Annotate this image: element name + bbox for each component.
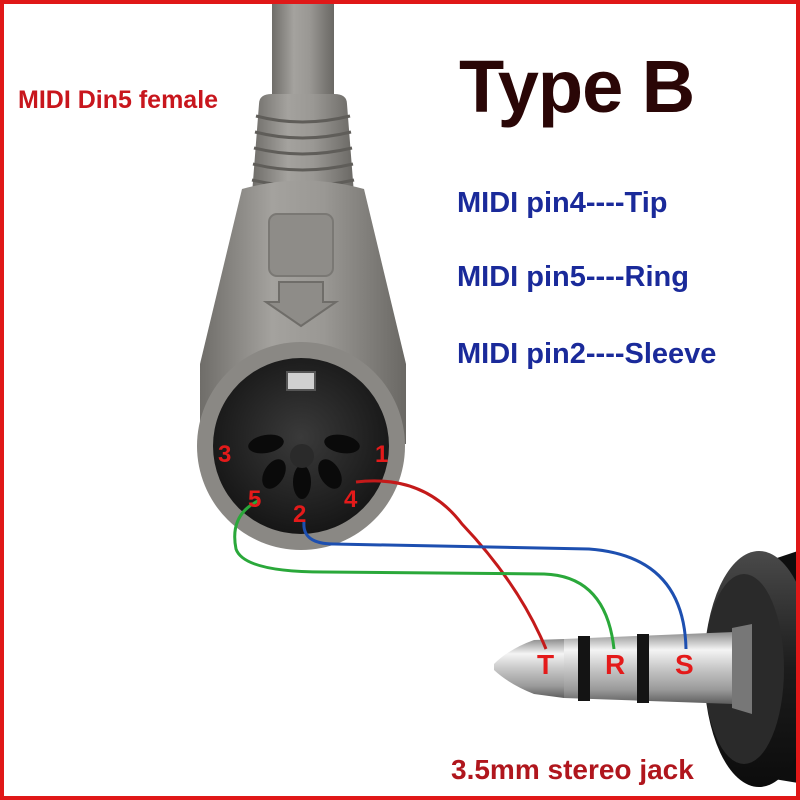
pin-number-4: 4 [344,486,358,513]
wire-ring [233,498,616,650]
jack-sleeve-label: S [675,649,694,680]
din-sockets [248,434,360,499]
pin-number-1: 1 [375,441,389,468]
cable [272,4,334,104]
grip-arrow-icon [262,213,340,328]
strain-relief [251,94,355,194]
wire-tip [355,479,548,650]
jack-ring-label: R [605,649,626,680]
mapping-pin4-tip: MIDI pin4----Tip [457,187,668,219]
wire-sleeve [302,521,688,650]
stereo-jack-plug [494,551,796,787]
connector-label: MIDI Din5 female [18,86,219,114]
jack-label: 3.5mm stereo jack [451,754,694,785]
mapping-pin5-ring: MIDI pin5----Ring [457,261,689,293]
jack-tip-label: T [537,649,555,680]
pin-number-3: 3 [218,441,232,468]
pin-number-2: 2 [293,501,307,528]
pin-number-5: 5 [248,486,262,513]
connector-illustration [197,4,796,787]
page-title: Type B [459,45,695,128]
mapping-pin2-sleeve: MIDI pin2----Sleeve [457,338,717,370]
key-notch [286,371,316,391]
